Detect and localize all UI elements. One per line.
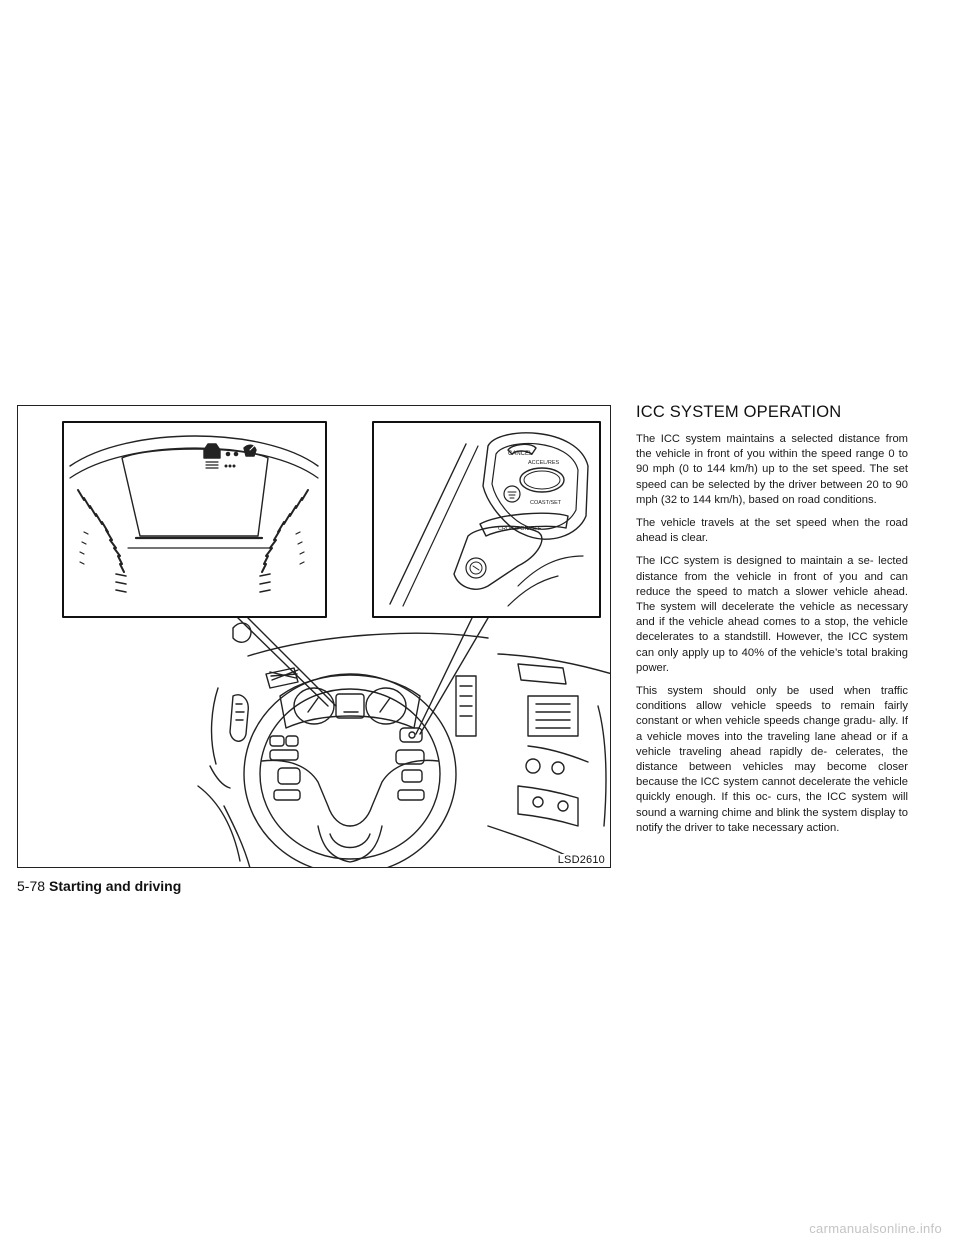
cruise-on-off-label: CRUISE ON/OFF — [498, 526, 542, 532]
illustration-figure: CANCEL ACCEL/RES COAST/SET CRUISE ON/OFF… — [17, 405, 611, 868]
chapter-title: Starting and driving — [49, 878, 182, 894]
figure-id-label: LSD2610 — [555, 854, 607, 866]
cluster-in-scene — [279, 674, 421, 729]
paragraph-3: The ICC system is designed to maintain a… — [636, 555, 908, 674]
coast-set-label: COAST/SET — [530, 500, 562, 506]
cockpit-illustration: CANCEL ACCEL/RES COAST/SET CRUISE ON/OFF — [62, 421, 610, 867]
leader-line-left — [247, 617, 337, 707]
paragraph-4: This system should only be used when tra… — [636, 685, 908, 834]
set-speed-indicator-icon — [243, 444, 257, 457]
page-number: 5-78 — [17, 878, 46, 894]
paragraph-1: The ICC system maintains a selected dist… — [636, 433, 908, 506]
meter-inset — [62, 421, 327, 618]
steering-switch-icon — [472, 565, 480, 571]
paragraph-2: The vehicle travels at the set speed whe… — [636, 517, 908, 545]
accel-res-label: ACCEL/RES — [528, 460, 560, 466]
dashboard-scene — [197, 622, 610, 867]
vehicle-ahead-icon — [203, 443, 221, 469]
distance-button-icon — [507, 491, 517, 499]
distance-dot-icon — [225, 451, 231, 457]
section-heading: ICC SYSTEM OPERATION — [636, 403, 842, 421]
cancel-switch-label: CANCEL — [508, 451, 533, 457]
switch-inset: CANCEL ACCEL/RES COAST/SET CRUISE ON/OFF — [372, 421, 601, 618]
leader-line-right — [415, 617, 473, 735]
text-column: ICC SYSTEM OPERATION The ICC system main… — [636, 403, 908, 844]
steering-wheel — [243, 673, 457, 867]
watermark: carmanualsonline.info — [809, 1221, 942, 1236]
